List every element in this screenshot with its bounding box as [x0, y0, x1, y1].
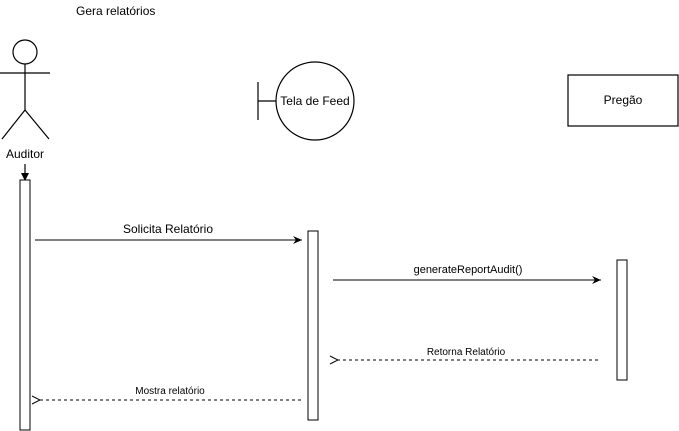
actor-lifeline-arrowhead	[21, 173, 29, 181]
actor-right-leg	[24, 109, 50, 140]
actor-head	[12, 39, 38, 65]
message-4-label: Mostra relatório	[135, 386, 205, 397]
boundary-circle	[275, 61, 355, 141]
boundary-label: Tela de Feed	[280, 94, 349, 108]
actor-left-leg	[1, 109, 26, 140]
entity-label: Pregão	[604, 93, 643, 107]
message-3-label: Retorna Relatório	[427, 347, 506, 358]
message-2-label: generateReportAudit()	[414, 264, 523, 276]
actor-auditor[interactable]	[0, 39, 50, 140]
boundary-tela-de-feed[interactable]	[257, 61, 355, 141]
activation-bar-tela-de-feed	[307, 230, 319, 421]
message-1-label: Solicita Relatório	[123, 222, 213, 236]
entity-pregao-box[interactable]	[567, 74, 679, 127]
diagram-title: Gera relatórios	[76, 4, 155, 18]
activation-bar-auditor	[19, 179, 31, 431]
actor-label: Auditor	[6, 147, 44, 161]
activation-bar-pregao	[616, 259, 628, 381]
